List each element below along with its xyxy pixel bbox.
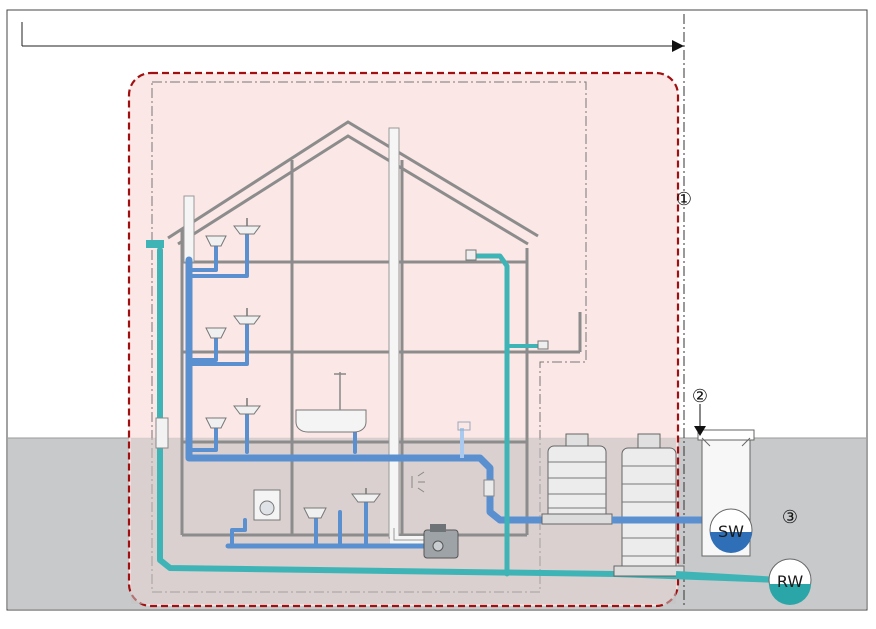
washing-machine-icon bbox=[253, 489, 281, 521]
sewage-tank: SW bbox=[709, 508, 753, 553]
marker-3: ③ bbox=[782, 507, 798, 528]
rainwater-tank: RW bbox=[768, 558, 812, 605]
vent-pipe-left bbox=[183, 195, 195, 263]
bathtub-icon bbox=[295, 372, 367, 433]
rainwater-tank-label: RW bbox=[777, 572, 803, 591]
downpipe-fitting bbox=[155, 417, 169, 449]
sewage-tank-label: SW bbox=[718, 522, 744, 541]
check-valve-icon bbox=[483, 479, 495, 497]
marker-1: ① bbox=[676, 189, 692, 210]
public-rain-connection bbox=[675, 571, 781, 583]
sink-icon bbox=[205, 225, 381, 519]
sewage-shaft bbox=[541, 433, 613, 525]
rain-shaft bbox=[613, 433, 685, 577]
marker-2-arrow-icon bbox=[694, 426, 706, 436]
gutter-icon bbox=[146, 240, 164, 248]
roof-drain-icon bbox=[465, 249, 477, 261]
vent-pipe-center bbox=[388, 127, 400, 539]
marker-2: ② bbox=[692, 386, 708, 407]
arrow-head-icon bbox=[672, 40, 684, 52]
sensor-icon bbox=[411, 471, 425, 493]
balcony-drain-icon bbox=[537, 340, 549, 350]
lifting-station-icon bbox=[423, 524, 459, 559]
